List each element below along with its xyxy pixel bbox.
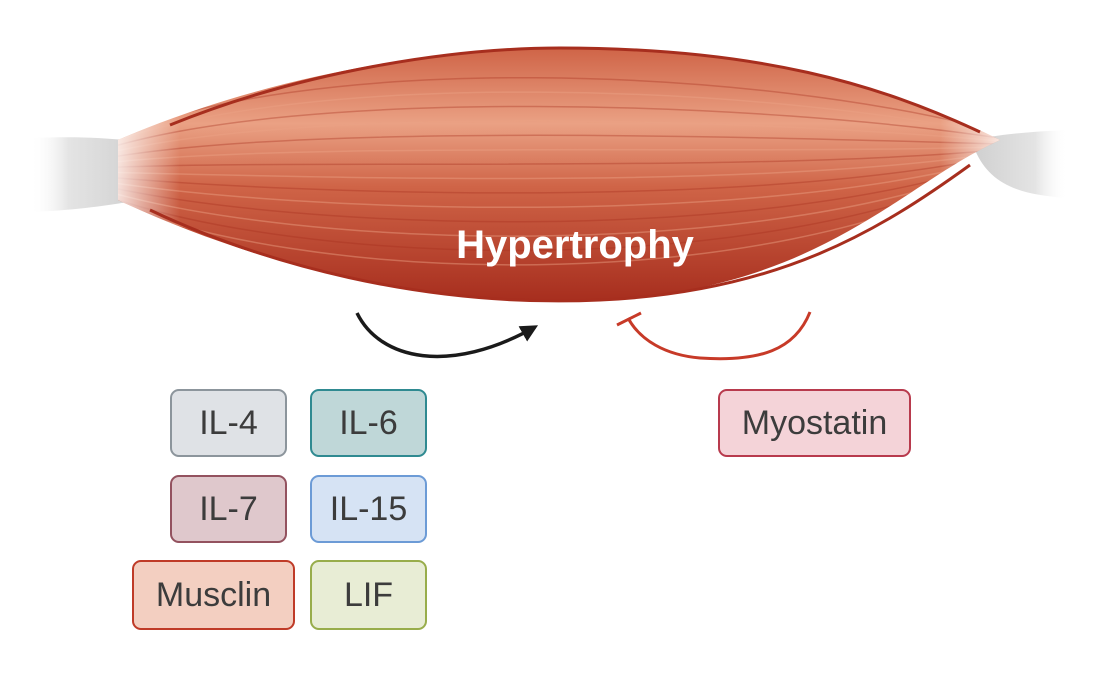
il15-box: IL-15 bbox=[310, 475, 427, 543]
tendon-left bbox=[30, 137, 140, 212]
tendon-right bbox=[975, 130, 1068, 198]
muscle-fiber-line bbox=[118, 148, 1000, 169]
myostatin-box: Myostatin bbox=[718, 389, 911, 457]
muscle-outline bbox=[149, 46, 981, 303]
hypertrophy-label: Hypertrophy bbox=[456, 223, 695, 267]
inhibition-line bbox=[626, 311, 812, 361]
muscle-fiber-line bbox=[118, 152, 1000, 194]
muscle-fiber-line bbox=[118, 134, 1000, 160]
muscle-fiber-line bbox=[118, 91, 1000, 148]
muscle-fiber-line bbox=[118, 150, 1000, 180]
muscle-fiber-line bbox=[118, 162, 1000, 252]
muscle-fiber-line bbox=[118, 145, 1000, 165]
muscle-fiber-line bbox=[118, 159, 1000, 237]
inhibition-bar bbox=[616, 311, 642, 327]
muscle-fiber-line bbox=[118, 120, 1000, 156]
stimulation-arrow bbox=[355, 312, 539, 359]
muscle-fade-left bbox=[118, 48, 180, 301]
musclin-box: Musclin bbox=[132, 560, 295, 630]
muscle-belly bbox=[118, 48, 1000, 301]
il7-box: IL-7 bbox=[170, 475, 287, 543]
muscle-fibers bbox=[118, 76, 1000, 266]
muscle bbox=[118, 46, 1000, 303]
il6-box: IL-6 bbox=[310, 389, 427, 457]
il4-box: IL-4 bbox=[170, 389, 287, 457]
muscle-fiber-line bbox=[118, 157, 1000, 223]
muscle-fiber-line bbox=[118, 155, 1000, 209]
muscle-fiber-line bbox=[118, 105, 1000, 152]
muscle-fiber-line bbox=[118, 76, 1000, 143]
lif-box: LIF bbox=[310, 560, 427, 630]
